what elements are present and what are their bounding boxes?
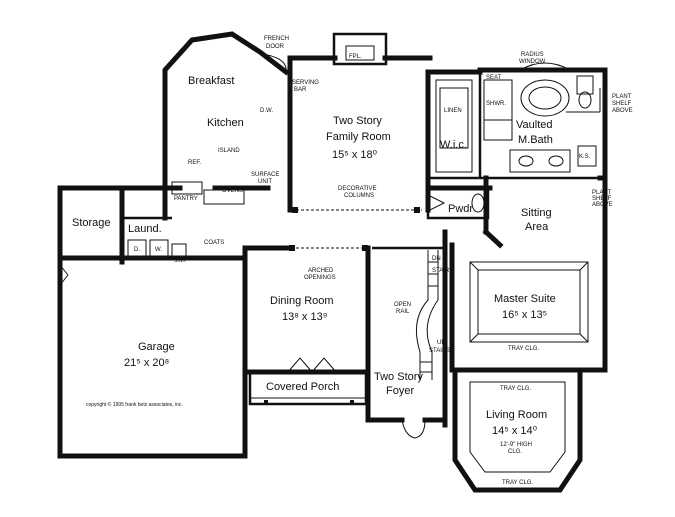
arched-openings-note-1: ARCHED	[308, 268, 334, 274]
decorative-columns-note-2: COLUMNS	[344, 193, 374, 199]
foyer-walls	[365, 229, 448, 439]
storage-label: Storage	[72, 217, 111, 229]
living-room-label: Living Room	[486, 409, 547, 421]
stairs-note-1: STAIRS	[432, 268, 453, 274]
family-room-label-2: Family Room	[326, 131, 391, 143]
laundry-label: Laund.	[128, 223, 162, 235]
powder-room-label: Pwdr	[448, 203, 473, 215]
foyer-label-2: Foyer	[386, 385, 414, 397]
high-ceiling-note-2: CLG.	[508, 449, 522, 455]
dining-room-label: Dining Room	[270, 295, 334, 307]
linen-note: LINEN	[444, 108, 462, 114]
sitting-area-label-1: Sitting	[521, 207, 552, 219]
master-suite-label: Master Suite	[494, 293, 556, 305]
plant-shelf-note-2b: SHELF	[592, 196, 612, 202]
high-ceiling-note-1: 12'-9" HIGH	[500, 442, 532, 448]
dryer-note: D.	[134, 247, 140, 253]
pantry-note: PANTRY	[174, 196, 198, 202]
dining-room-dimensions: 13⁸ x 13⁹	[282, 311, 327, 323]
master-tray-ceiling-note: TRAY CLG.	[508, 346, 539, 352]
radius-window-note-1: RADIUS	[521, 52, 544, 58]
kitchen-label: Kitchen	[207, 117, 244, 129]
sink-note: SINK	[174, 258, 186, 264]
shower-note: SHWR.	[486, 101, 506, 107]
refrigerator-note: REF.	[188, 160, 201, 166]
master-bath-walls	[425, 62, 608, 181]
coats-note: COATS	[204, 240, 224, 246]
french-door-note-1: FRENCH	[264, 36, 289, 42]
master-bath-label-2: M.Bath	[518, 134, 553, 146]
living-room-walls	[452, 367, 583, 493]
up-note: UP	[437, 340, 445, 346]
washer-note: W.	[155, 247, 162, 253]
family-room-dimensions: 15⁵ x 18⁰	[332, 149, 378, 161]
knee-space-note: K.S.	[579, 154, 591, 160]
open-rail-note-1: OPEN	[394, 302, 411, 308]
arched-openings-note-2: OPENINGS	[304, 275, 336, 281]
plant-shelf-note-2a: PLANT	[592, 190, 612, 196]
dishwasher-note: D.W.	[260, 108, 273, 114]
fireplace-note: FPL.	[349, 54, 362, 60]
covered-porch-walls	[248, 370, 368, 406]
garage-dimensions: 21⁵ x 20⁸	[124, 357, 169, 369]
surface-unit-note-1: SURFACE	[251, 172, 279, 178]
covered-porch-label: Covered Porch	[266, 381, 339, 393]
plant-shelf-note-1c: ABOVE	[612, 108, 633, 114]
french-door-note-2: DOOR	[266, 44, 285, 50]
master-bath-label-1: Vaulted	[516, 119, 553, 131]
radius-window-note-2: WINDOW	[519, 59, 546, 65]
foyer-label-1: Two Story	[374, 371, 423, 383]
breakfast-label: Breakfast	[188, 75, 234, 87]
plant-shelf-note-2c: ABOVE	[592, 202, 613, 208]
powder-room-walls	[425, 185, 493, 220]
ovens-note: OVENS	[222, 188, 243, 194]
storage-laundry-garage-walls	[57, 181, 248, 459]
living-tray-ceiling-note-top: TRAY CLG.	[500, 386, 531, 392]
family-room-label-1: Two Story	[333, 115, 382, 127]
stairs-down-note: DN	[432, 256, 441, 262]
seat-note: SEAT	[486, 75, 502, 81]
serving-bar-note-2: BAR	[294, 87, 307, 93]
living-room-dimensions: 14⁵ x 14⁰	[492, 425, 538, 437]
surface-unit-note-2: UNIT	[258, 179, 272, 185]
decorative-columns-note-1: DECORATIVE	[338, 186, 377, 192]
serving-bar-note-1: SERVING	[292, 80, 319, 86]
copyright-note: copyright © 1995 frank betz associates, …	[86, 401, 183, 408]
plant-shelf-note-1b: SHELF	[612, 101, 632, 107]
island-note: ISLAND	[218, 148, 240, 154]
living-tray-ceiling-note-bottom: TRAY CLG.	[502, 480, 533, 486]
open-rail-note-2: RAIL	[396, 309, 410, 315]
plant-shelf-note-1a: PLANT	[612, 94, 632, 100]
sitting-area-label-2: Area	[525, 221, 549, 233]
french-door	[261, 53, 287, 73]
walk-in-closet-label: W.i.c.	[440, 139, 467, 151]
master-suite-dimensions: 16⁵ x 13⁵	[502, 309, 547, 321]
stairs-note-2: STAIRS	[429, 348, 450, 354]
dining-room-walls	[242, 245, 371, 423]
garage-label: Garage	[138, 341, 175, 353]
